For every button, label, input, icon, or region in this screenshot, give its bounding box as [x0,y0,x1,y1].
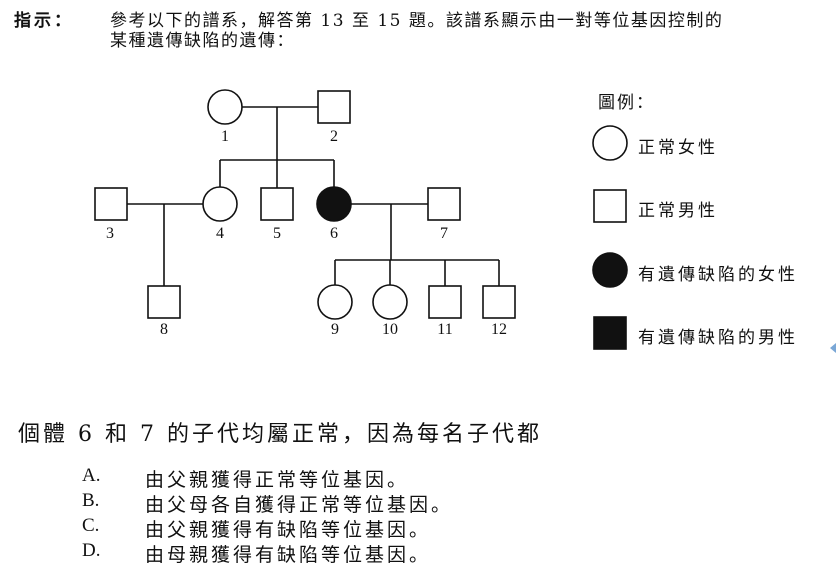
individual-6-symbol [316,186,352,222]
individual-2-label: 2 [330,128,338,145]
legend-normal-female-symbol [592,125,628,161]
legend-title: 圖例： [598,93,655,113]
individual-4-symbol [202,186,238,222]
option-a-letter: A. [82,465,101,486]
legend-affected-male-symbol [593,316,627,350]
individual-12-label: 12 [491,321,507,338]
individual-8-label: 8 [160,321,168,338]
option-d-letter: D. [82,540,101,561]
individual-9-label: 9 [331,321,339,338]
individual-5-label: 5 [273,225,281,242]
individual-9-symbol [317,284,353,320]
legend-affected-female-label: 有遺傳缺陷的女性 [638,265,798,285]
individual-12-symbol [482,285,516,319]
individual-7-label: 7 [440,225,448,242]
individual-10-label: 10 [382,321,398,338]
instruction-line-2: 某種遺傳缺陷的遺傳： [110,31,295,51]
instruction-line-1: 參考以下的譜系，解答第 13 至 15 題。該譜系顯示由一對等位基因控制的 [110,11,724,31]
individual-4-label: 4 [216,225,224,242]
pedigree-lines [127,106,500,286]
individual-11-symbol [428,285,462,319]
option-c-letter: C. [82,515,100,536]
individual-3-label: 3 [106,225,114,242]
individual-10-symbol [372,284,408,320]
edge-marker [830,343,836,353]
individual-3-symbol [94,187,128,221]
individual-1-label: 1 [221,128,229,145]
individual-11-label: 11 [437,321,452,338]
option-b-text[interactable]: 由父母各自獲得正常等位基因。 [145,494,454,516]
individual-1-symbol [207,89,243,125]
instruction-label: 指示： [14,11,74,31]
legend-affected-male-label: 有遺傳缺陷的男性 [638,328,798,348]
individual-5-symbol [260,187,294,221]
legend-normal-male-label: 正常男性 [638,201,718,221]
legend-normal-female-label: 正常女性 [638,138,718,158]
individual-8-symbol [147,285,181,319]
question-stem: 個體 6 和 7 的子代均屬正常，因為每名子代都 [18,422,542,447]
individual-2-symbol [317,90,351,124]
option-c-text[interactable]: 由父親獲得有缺陷等位基因。 [145,519,432,541]
option-b-letter: B. [82,490,100,511]
option-d-text[interactable]: 由母親獲得有缺陷等位基因。 [145,544,432,566]
individual-7-symbol [427,187,461,221]
legend-affected-female-symbol [592,252,628,288]
option-a-text[interactable]: 由父親獲得正常等位基因。 [145,469,410,491]
individual-6-label: 6 [330,225,338,242]
legend-normal-male-symbol [593,189,627,223]
